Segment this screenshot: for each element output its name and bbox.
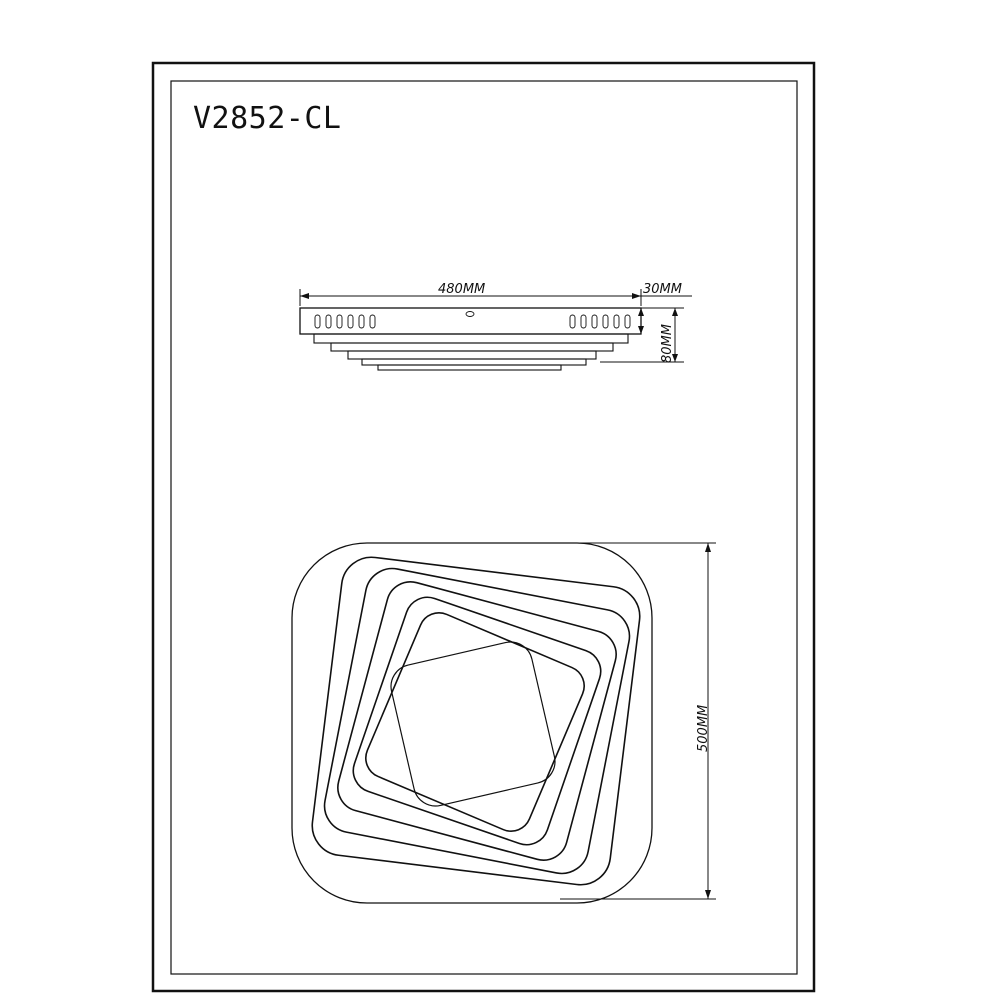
top-view: 500MM [291,542,716,904]
base-height-dimension [638,308,644,334]
diameter-dimension: 500MM [560,542,716,900]
outer-rounded-square [291,542,653,904]
model-title: V2852-CL [193,101,342,136]
width-label: 480MM [438,282,485,297]
stepped-tiers [313,333,629,371]
outer-frame [151,61,816,993]
diameter-label: 500MM [696,705,711,752]
base-height-label: 30MM [643,282,682,297]
inner-frame [170,80,798,975]
vent-slots-right [569,314,631,329]
center-screw [465,311,475,317]
inner-light-panel [390,641,556,807]
width-dimension: 480MM [299,282,692,306]
side-view: 480MM 30MM [299,282,692,371]
swirl-rings [311,556,641,886]
vent-slots-left [314,314,376,329]
total-height-dimension: 80MM [600,307,684,363]
total-height-label: 80MM [660,324,675,363]
